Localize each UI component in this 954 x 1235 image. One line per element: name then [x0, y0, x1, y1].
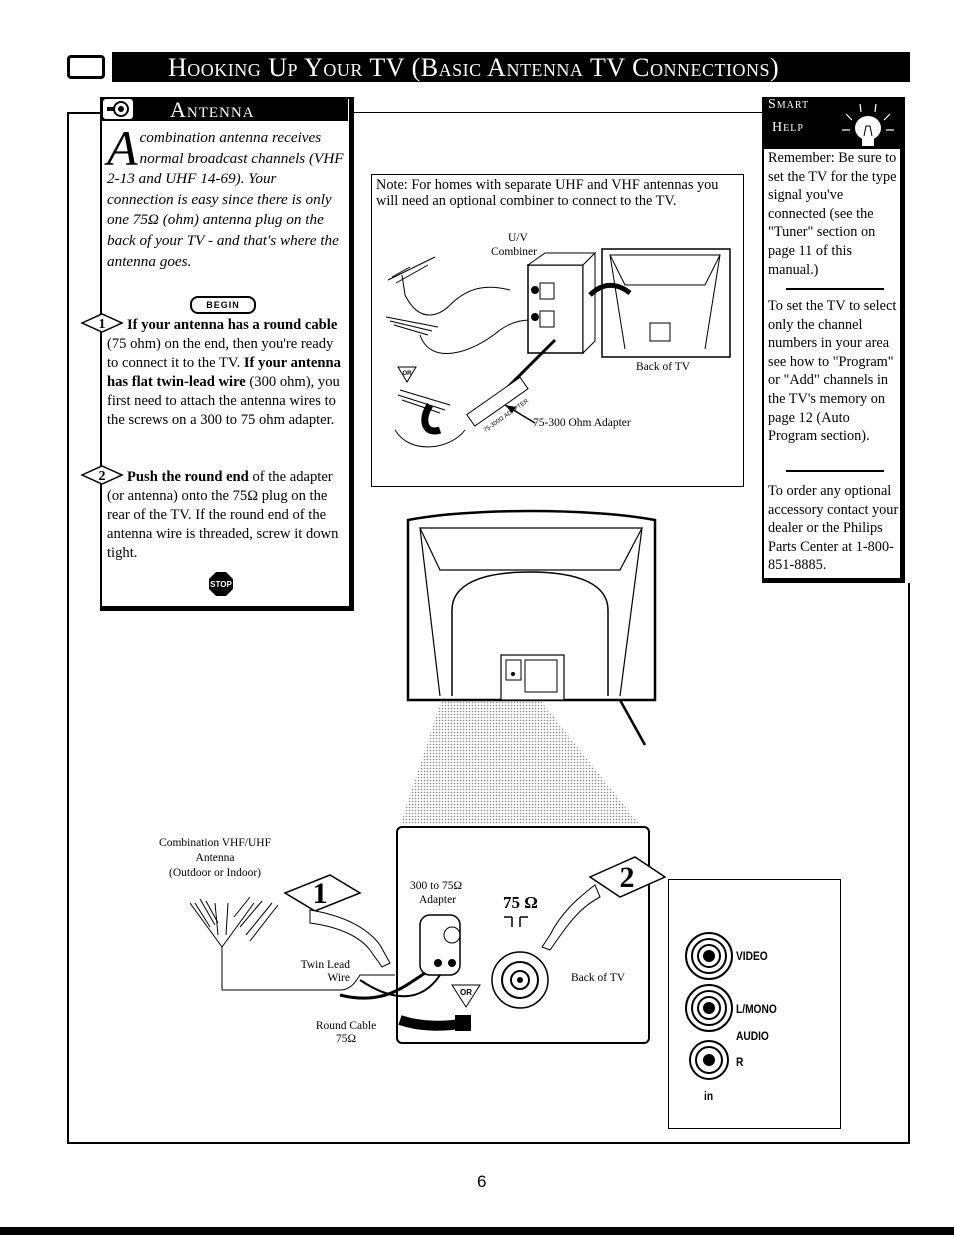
step-2-number: 2 — [99, 469, 106, 484]
page-title: Hooking Up Your TV (Basic Antenna TV Con… — [112, 52, 910, 82]
help-divider-2 — [786, 470, 884, 472]
r-label: R — [736, 1055, 744, 1069]
step-1-text: If your antenna has a round cable (75 oh… — [107, 316, 345, 430]
note-back-of-tv: Back of TV — [636, 361, 691, 373]
smart-help-title-2: Help — [772, 120, 804, 135]
combiner-label-uv: U/V — [508, 232, 528, 244]
step-1-bold-a: If your antenna has a round cable — [127, 317, 338, 333]
smart-help-p2: To set the TV to select only the channel… — [768, 298, 897, 445]
twin-lead-label: Twin Lead Wire — [296, 959, 350, 985]
step-1-text-a: (75 ohm) on the end, then you're ready t… — [107, 336, 334, 371]
antenna-label-1: Combination VHF/UHF — [159, 837, 271, 849]
combiner-label: Combiner — [491, 246, 537, 258]
step-1-text-b: (300 ohm), you first need to attach the … — [107, 374, 340, 428]
step-1-bold-b: If your antenna has flat twin-lead wire — [107, 355, 341, 390]
smart-help-title-1: Smart — [768, 97, 810, 112]
tv-back-diagram — [400, 509, 657, 825]
smart-help-p3: To order any optional accessory contact … — [768, 483, 899, 574]
frame-right-line — [908, 583, 910, 1144]
stop-sign-icon: STOP — [209, 572, 233, 596]
header-box-icon — [67, 55, 105, 79]
twin-lead-label-1: Twin Lead — [300, 959, 350, 971]
audio-label: AUDIO — [736, 1029, 769, 1043]
twin-lead-label-2: Wire — [327, 972, 350, 984]
av-inputs-box — [668, 879, 841, 1129]
begin-badge: BEGIN — [190, 296, 256, 314]
note-or-label: OR — [403, 371, 413, 377]
antenna-label-2: Antenna — [195, 852, 235, 864]
intro-dropcap: A — [107, 120, 138, 176]
av-jacks-icon — [685, 932, 733, 1080]
step-1-arrow-icon: 1 — [80, 313, 124, 333]
combiner-diagram: 75-300Ω ADAPTER OR — [385, 248, 731, 448]
note-text: Note: For homes with separate UHF and VH… — [376, 177, 719, 209]
adapter-label-1: 300 to 75Ω — [410, 880, 462, 892]
diagram-or-label: OR — [460, 988, 472, 997]
video-label: VIDEO — [736, 949, 768, 963]
step-2-arrow-icon: 2 — [80, 465, 124, 485]
smart-help-panel — [762, 97, 905, 583]
frame-left-line — [67, 112, 69, 1144]
frame-top-line — [354, 112, 762, 113]
frame-bottom-line — [67, 1142, 910, 1144]
diagram-step-2-number: 2 — [620, 861, 635, 894]
round-cable-label-2: 75Ω — [335, 1033, 357, 1045]
diagram-step-1-number: 1 — [313, 877, 328, 910]
frame-top-left-line — [67, 112, 101, 114]
lightbulb-icon — [842, 103, 894, 146]
antenna-label: Combination VHF/UHF Antenna (Outdoor or … — [130, 836, 300, 881]
in-label: in — [704, 1089, 714, 1103]
connection-diagram: 1 OR 2 — [190, 856, 667, 1031]
antenna-plug-icon — [103, 99, 133, 119]
adapter-label-2: Adapter — [419, 894, 457, 906]
round-cable-label: Round Cable 75Ω — [312, 1020, 380, 1046]
stop-label: STOP — [210, 580, 232, 589]
round-cable-label-1: Round Cable — [315, 1020, 377, 1032]
help-divider-1 — [786, 288, 884, 290]
lmono-label: L/MONO — [736, 1002, 777, 1016]
antenna-panel — [100, 97, 354, 611]
step-1-number: 1 — [99, 317, 106, 332]
antenna-title: Antenna — [100, 97, 348, 122]
intro-text: combination antenna receives normal broa… — [107, 129, 344, 270]
ohm-label: 75 Ω — [503, 893, 538, 912]
diagram-back-of-tv: Back of TV — [571, 972, 626, 984]
antenna-label-3: (Outdoor or Indoor) — [169, 867, 261, 879]
note-box — [371, 174, 744, 487]
step-2-bold: Push the round end — [127, 469, 249, 485]
note-adapter-label: 75-300 Ohm Adapter — [533, 417, 631, 429]
back-of-tv-panel — [396, 826, 650, 1044]
step-2-body: of the adapter (or antenna) onto the 75Ω… — [107, 469, 339, 561]
smart-help-p1: Remember: Be sure to set the TV for the … — [768, 150, 897, 278]
bottom-bar — [0, 1227, 954, 1235]
page-number: 6 — [477, 1172, 487, 1191]
step-2-text: Push the round end of the adapter (or an… — [107, 468, 345, 563]
